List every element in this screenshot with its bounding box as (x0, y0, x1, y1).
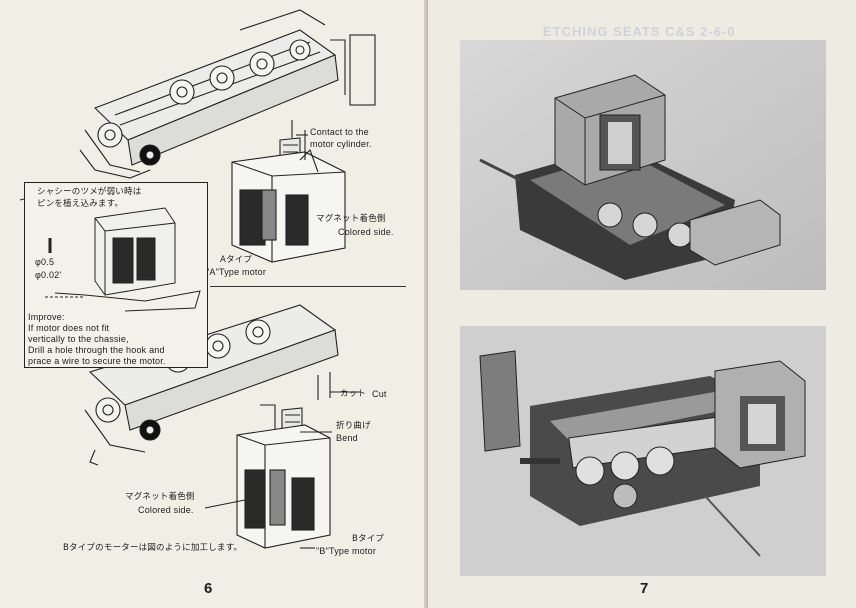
improve-line-3: vertically to the chassie, (28, 334, 129, 344)
type-b-jp: Bタイプ (352, 534, 385, 544)
magnet-note-b-en: Colored side. (138, 505, 194, 515)
magnet-note-b-jp: マグネット着色側 (125, 492, 195, 502)
photo-motor-chassis-side (460, 326, 826, 576)
contact-note-line1: Contact to the (310, 127, 369, 137)
left-page: Contact to the motor cylinder. マグネット着色側 … (19, 9, 406, 597)
improve-line-1: Improve: (28, 312, 65, 322)
bottom-note: Bタイプのモーターは図のように加工します。 (63, 543, 243, 553)
section-divider (210, 286, 406, 287)
contact-note-line2: motor cylinder. (310, 139, 372, 149)
improve-line-4: Drill a hole through the hook and (28, 345, 165, 355)
magnet-note-a-jp: マグネット着色側 (316, 214, 386, 224)
type-a-en: "A"Type motor (206, 267, 267, 277)
right-page: ETCHING SEATS C&S 2-6-0 (428, 0, 856, 608)
type-a-jp: Aタイプ (220, 255, 253, 265)
inset-dim-2: φ0.02' (35, 270, 62, 280)
bend-label-en: Bend (336, 433, 358, 443)
faint-heading: ETCHING SEATS C&S 2-6-0 (543, 24, 736, 39)
improve-inset-box: シャシーのツメが弱い時は ピンを植え込みます。 φ0.5 φ0.02' Impr… (24, 182, 208, 368)
improve-line-2: If motor does not fit (28, 323, 110, 333)
photo-side-rendering (460, 326, 826, 576)
inset-dim-1: φ0.5 (35, 257, 55, 267)
improve-line-5: prace a wire to secure the motor. (28, 356, 166, 366)
bend-label-jp: 折り曲げ (336, 421, 371, 431)
photo-motor-chassis-top (460, 40, 826, 290)
magnet-note-a-en: Colored side. (338, 227, 394, 237)
inset-jp-line2: ピンを植え込みます。 (37, 199, 124, 209)
cut-label-jp: カット (340, 389, 367, 399)
cut-label-en: Cut (372, 389, 387, 399)
type-b-en: "B"Type motor (316, 546, 377, 556)
inset-jp-line1: シャシーのツメが弱い時は (37, 187, 142, 197)
page-number-right: 7 (640, 580, 649, 597)
exploded-view-drawing (19, 9, 376, 549)
page-number-left: 6 (204, 580, 213, 597)
inset-hook-drawing (45, 207, 201, 312)
photo-top-rendering (460, 40, 826, 290)
